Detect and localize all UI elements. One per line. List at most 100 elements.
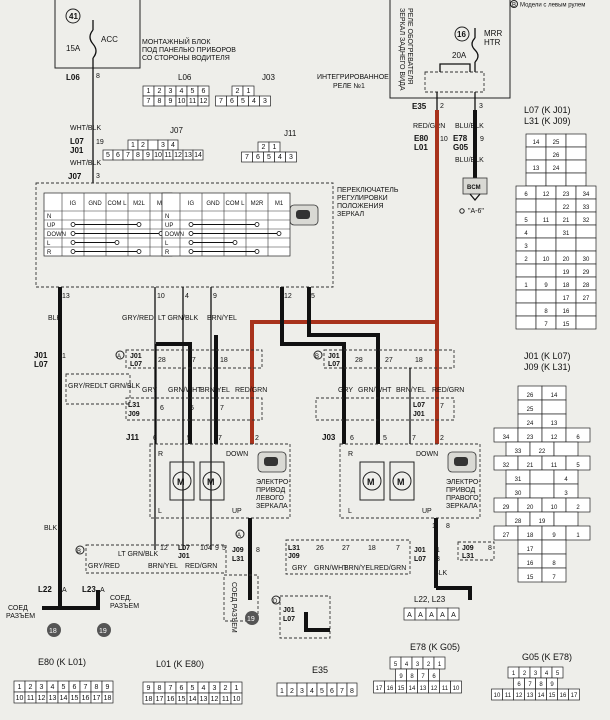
bottom-wire-red-grn: RED/GRN [185, 563, 217, 570]
switch-contact [232, 240, 238, 245]
right-conn-l07: L07 [413, 402, 425, 409]
connector-e80-pin-label: 18 [104, 695, 112, 702]
panel-top-pin-label: 11 [543, 218, 550, 224]
marker-b-bottom-text: B [77, 549, 81, 555]
bottom-mid-pin-26: 26 [316, 545, 324, 552]
connector-e78-pin-label: 3 [416, 662, 420, 668]
switch-contact [188, 249, 194, 254]
connector-j11-pin-label: 3 [289, 154, 293, 161]
left-actuator-2: ПРИВОД [256, 487, 285, 494]
panel-bot-pin-label: 22 [539, 449, 546, 455]
integrated-relay-2: РЕЛЕ №1 [333, 83, 365, 90]
panel-top-pin-label: 32 [583, 218, 590, 224]
panel-top-pin-label: 6 [524, 192, 528, 198]
switch-row-label: R [47, 250, 52, 256]
driver-fuse-block: 41 15A ACC МОНТАЖНЫЙ БЛОК ПОД ПАНЕЛЬЮ ПР… [54, 0, 236, 69]
connector-j07-cell [147, 139, 159, 151]
panel-top-cell [535, 198, 557, 213]
red-grn-main-wire [250, 110, 439, 444]
panel-top-cell [565, 172, 587, 187]
left-conn-mid-pin-7: 7 [220, 405, 224, 412]
pin-5: 5 [311, 293, 315, 300]
panel-bot-pin-label: 3 [564, 491, 568, 497]
connector-l22-cell [447, 607, 460, 621]
switch-contact [114, 240, 120, 245]
connector-e80-title: E80 (K L01) [38, 657, 86, 667]
e80-pin: 10 [440, 136, 448, 143]
connector-e80-pin-label: 17 [93, 695, 101, 702]
left-actuator-outline [149, 443, 291, 519]
switch-label-1: ПЕРЕКЛЮЧАТЕЛЬ [337, 187, 399, 194]
panel-bot-pin-label: 17 [527, 547, 534, 553]
connector-e78-cell [450, 680, 462, 694]
connector-e35-pin-label: 7 [340, 688, 344, 695]
switch-contact [70, 231, 76, 236]
pin-9: 9 [213, 293, 217, 300]
panel-top-pin-label: 21 [563, 218, 570, 224]
ground-right-l07: L07 [283, 616, 295, 623]
switch-row-label: DOWN [47, 232, 66, 238]
panel-bot-pin-label: 21 [527, 463, 534, 469]
panel-bot-pin-label: 1 [576, 533, 580, 539]
connector-e78-pin-label: 10 [453, 686, 460, 692]
switch-column-label: M1 [157, 201, 166, 207]
bottom-wire-lt-grn: LT GRN/BLK [118, 551, 159, 558]
right-motor-1 [362, 471, 382, 491]
switch-column-label: GND [88, 201, 102, 207]
left-mirror-icon-glass [264, 457, 278, 466]
bottom-mid-red-grn: RED/GRN [374, 565, 406, 572]
connector-e78-pin-label: 5 [394, 662, 398, 668]
right-motor-up: UP [422, 508, 432, 515]
connector-l06-pin-label: 4 [180, 88, 184, 95]
connector-l06-pin-label: 3 [169, 88, 173, 95]
wire-wht-blk-top: WHT/BLK [70, 125, 101, 132]
right-wire-red-grn: RED/GRN [432, 387, 464, 394]
connector-l01-pin-label: 5 [191, 685, 195, 692]
panel-bot-pin-label: 30 [515, 491, 522, 497]
connector-e80-pin-label: 6 [73, 684, 77, 691]
panel-top-cell [525, 172, 547, 187]
connector-l01-pin-label: 17 [156, 696, 164, 703]
left-actuator-1: ЭЛЕКТРО- [256, 479, 291, 486]
panel-top-pin-label: 10 [543, 257, 550, 263]
right-actuator-1: ЭЛЕКТРО- [446, 479, 481, 486]
right-motor-down: DOWN [416, 451, 438, 458]
switch-contact [70, 222, 76, 227]
connector-l01-pin-label: 10 [233, 696, 241, 703]
connector-e80-pin-label: 2 [29, 684, 33, 691]
connector-j07-pin-label: 14 [194, 152, 202, 159]
connector-g05-pin-label: 16 [560, 693, 567, 699]
bcm-box [462, 177, 488, 195]
connector-g05-pin-label: 2 [523, 671, 527, 677]
relay-fuse-symbol [471, 37, 479, 63]
connector-e78-pin-label: 7 [421, 674, 425, 680]
connector-e35-title: E35 [312, 665, 328, 675]
connector-e80-pin-label: 4 [51, 684, 55, 691]
connector-g05-pin-label: 11 [505, 693, 512, 699]
ground-19-label: 19 [99, 628, 107, 635]
panel-bot-pin-label: 11 [551, 463, 558, 469]
panel-bot-cell [541, 539, 567, 555]
corner-note-text: Модели с левым рулем [520, 3, 585, 9]
j01-left: J01 [34, 351, 48, 360]
ground-l22-pin: A [62, 587, 67, 594]
bottom-mid-grn-wht: GRN/WHT [314, 565, 348, 572]
panel-top-pin-label: 5 [524, 218, 528, 224]
switch-label-4: ЗЕРКАЛ [337, 211, 364, 218]
connector-l22-pin-label: A [429, 612, 434, 619]
bottom-pin-10: 10 [200, 545, 208, 552]
connector-e78-pin-label: 17 [376, 686, 383, 692]
panel-bot-pin-label: 9 [552, 533, 556, 539]
fuse-number-badge [65, 8, 81, 24]
connector-l22-l23-title: L22, L23 [414, 595, 446, 604]
panel-bot-pin-label: 18 [527, 533, 534, 539]
panel-bot-pin-label: 24 [527, 421, 534, 427]
l06-pin: 8 [96, 73, 100, 80]
left-blk-wire-label: BLK [44, 525, 58, 532]
switch-column-label: M2L [133, 201, 145, 207]
left-motor-down: DOWN [226, 451, 248, 458]
relay-contact [439, 63, 471, 72]
